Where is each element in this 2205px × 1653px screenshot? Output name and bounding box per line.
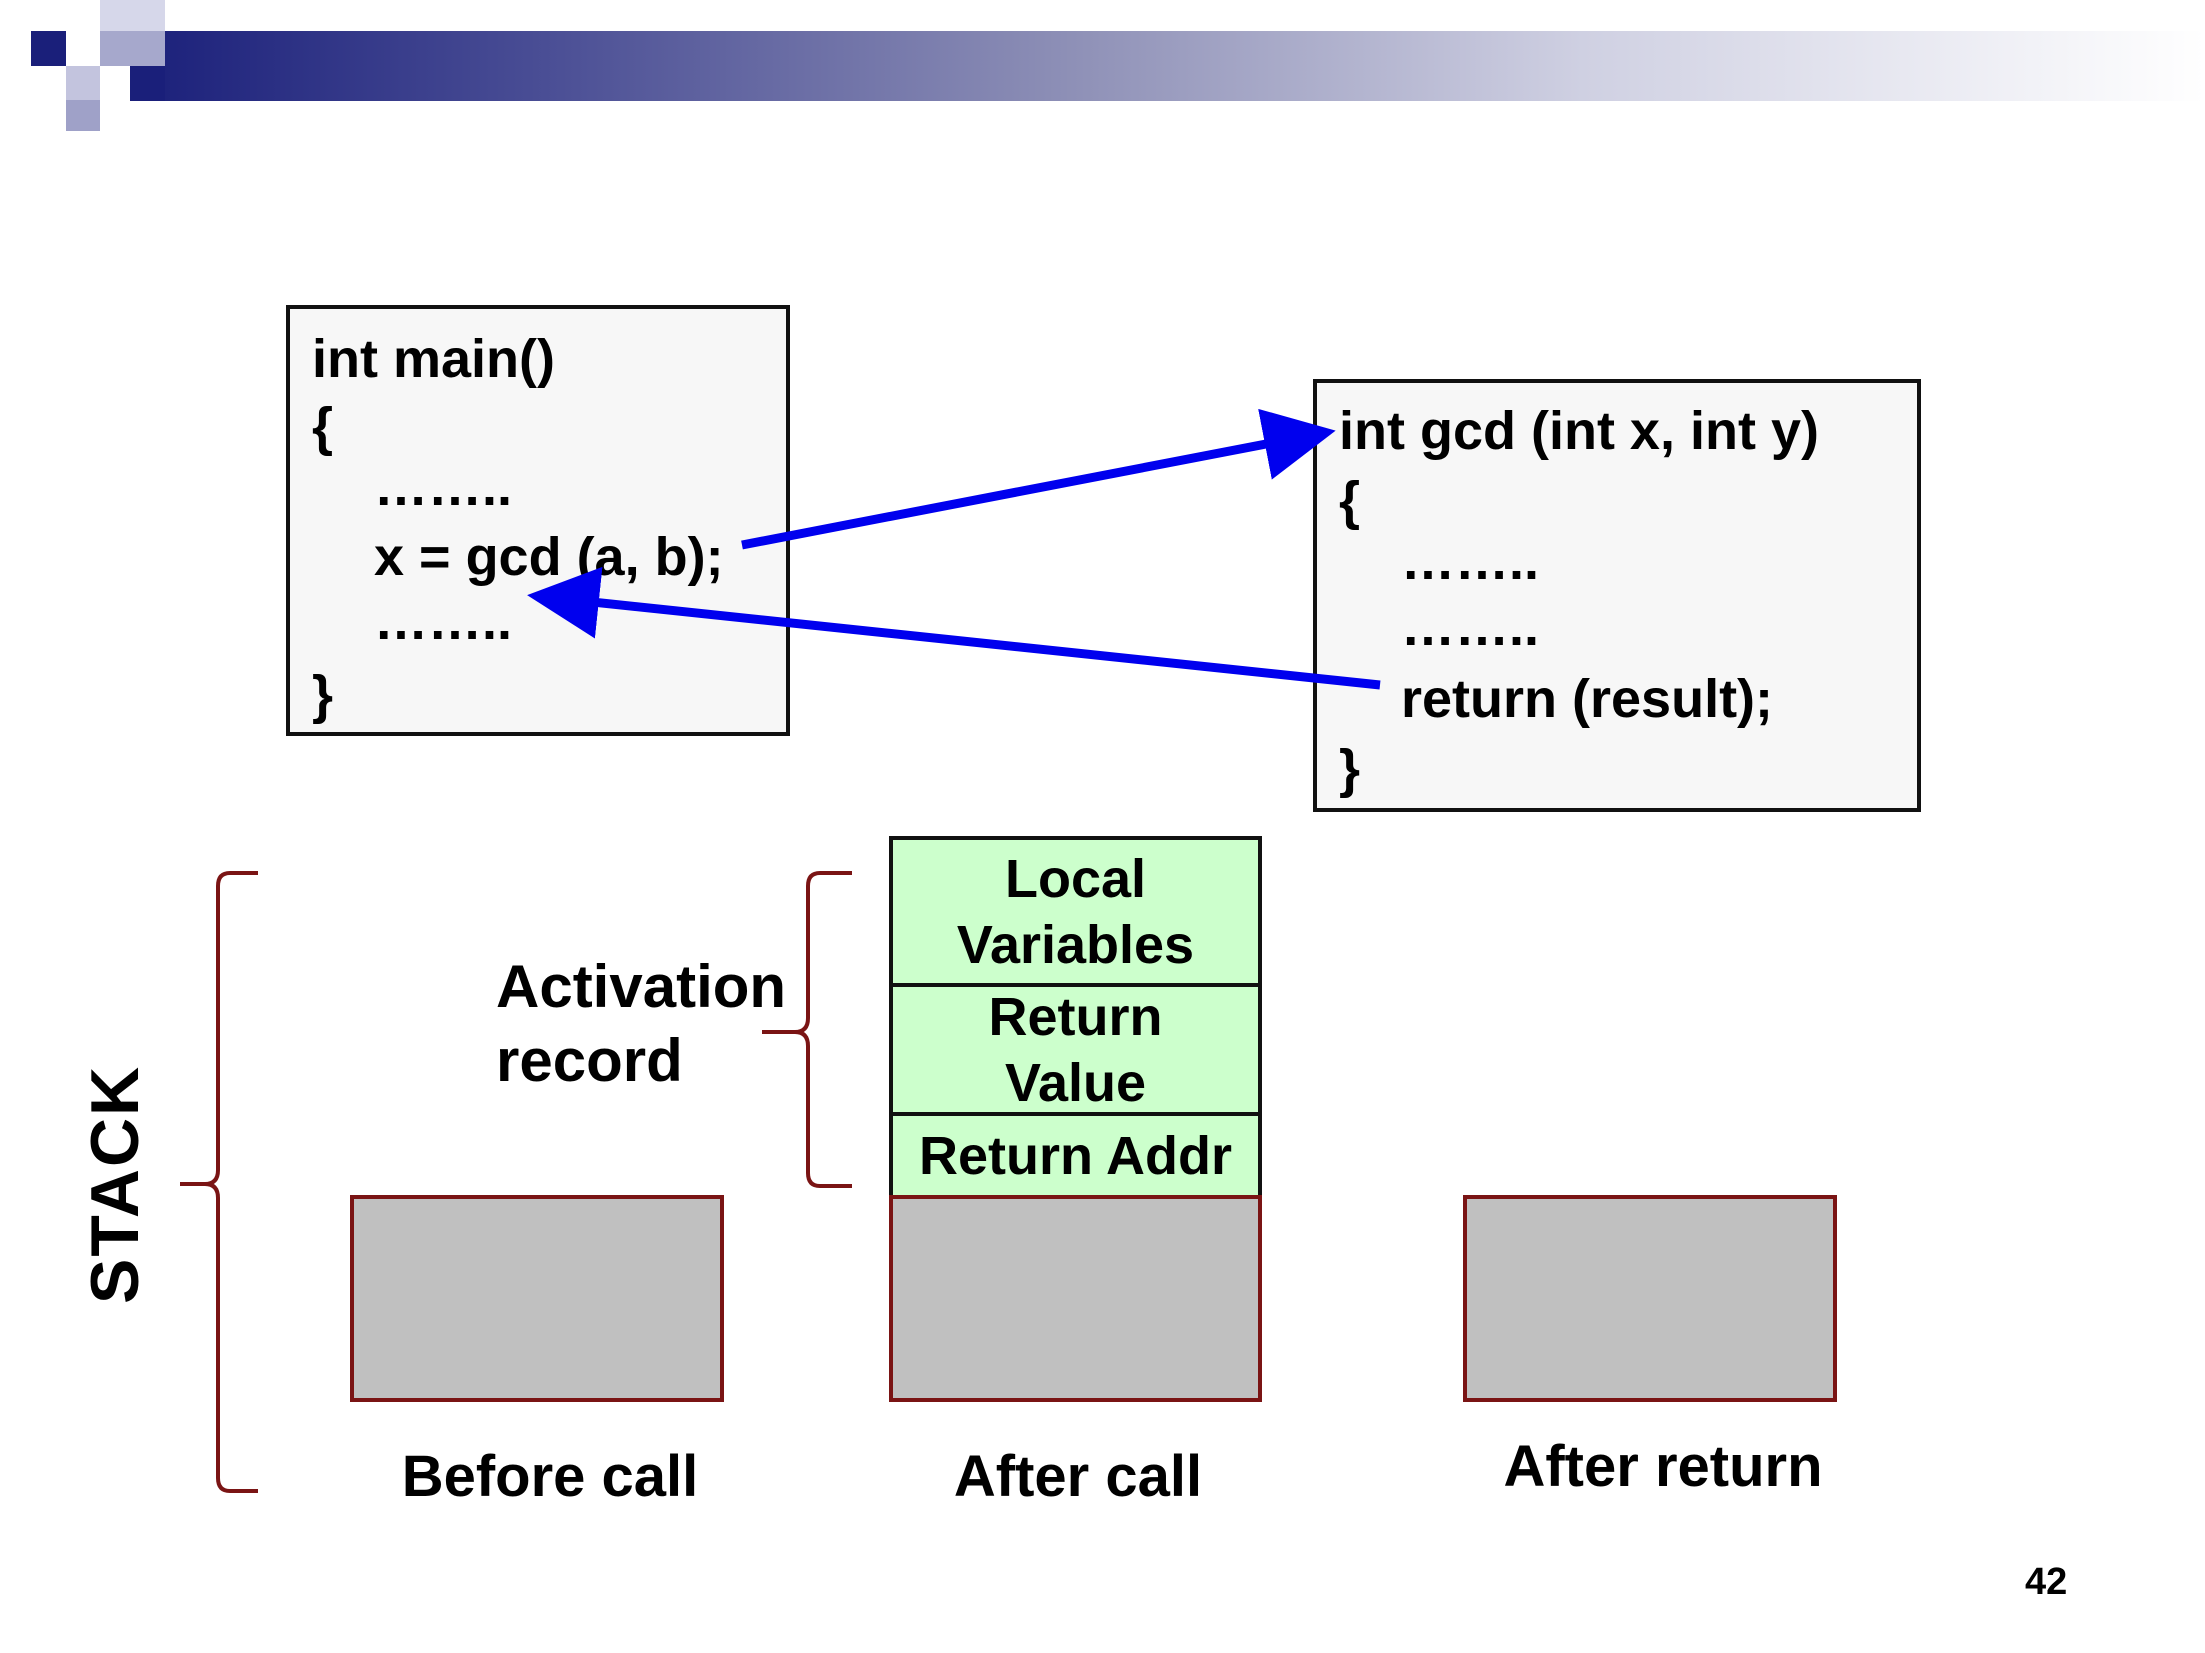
header-square-mid-4: [66, 100, 100, 131]
main-code-line: {: [312, 397, 334, 457]
header-square-mid-3: [66, 66, 100, 101]
main-code-line: x = gcd (a, b);: [374, 527, 724, 587]
cell-return-addr: Return Addr: [889, 1112, 1262, 1199]
activation-label-line: Activation: [496, 953, 787, 1020]
stack-before-call: [350, 1195, 724, 1402]
main-code-line: ……..: [374, 591, 513, 651]
stack-label: STACK: [77, 1064, 153, 1304]
gcd-code-line: {: [1339, 471, 1361, 531]
main-code-box: int main() { …….. x = gcd (a, b); …….. }: [286, 305, 790, 736]
caption-after-return: After return: [1503, 1434, 1823, 1499]
gcd-code-line: ……..: [1401, 531, 1540, 591]
activation-brace: [762, 871, 852, 1188]
header-square-mid-2: [100, 31, 165, 66]
header-gradient-bar: [130, 31, 2205, 101]
main-code-line: }: [312, 665, 334, 725]
cell-return-value: Return Value: [889, 983, 1262, 1116]
stack-brace: [180, 871, 258, 1493]
activation-label-line: record: [496, 1027, 683, 1094]
main-code-line: ……..: [374, 457, 513, 517]
caption-after-call: After call: [953, 1444, 1203, 1509]
caption-before-call: Before call: [401, 1444, 699, 1509]
gcd-code-box: int gcd (int x, int y) { …….. …….. retur…: [1313, 379, 1921, 812]
return-arrow: [527, 566, 1381, 690]
call-arrow: [741, 408, 1336, 550]
cell-local-variables: Local Variables: [889, 836, 1262, 987]
gcd-code-line: }: [1339, 739, 1361, 799]
header-square-bar-start: [130, 66, 165, 101]
header-square-dark: [31, 31, 66, 66]
stack-after-return: [1463, 1195, 1837, 1402]
gcd-code-line: int gcd (int x, int y): [1339, 401, 1819, 461]
main-code-line: int main(): [312, 329, 555, 389]
gcd-code-line: ……..: [1401, 597, 1540, 657]
activation-record-label: Activation record: [496, 950, 786, 1098]
stack-after-call: [889, 1195, 1262, 1402]
page-number: 42: [2025, 1561, 2068, 1603]
gcd-code-line: return (result);: [1401, 669, 1774, 729]
